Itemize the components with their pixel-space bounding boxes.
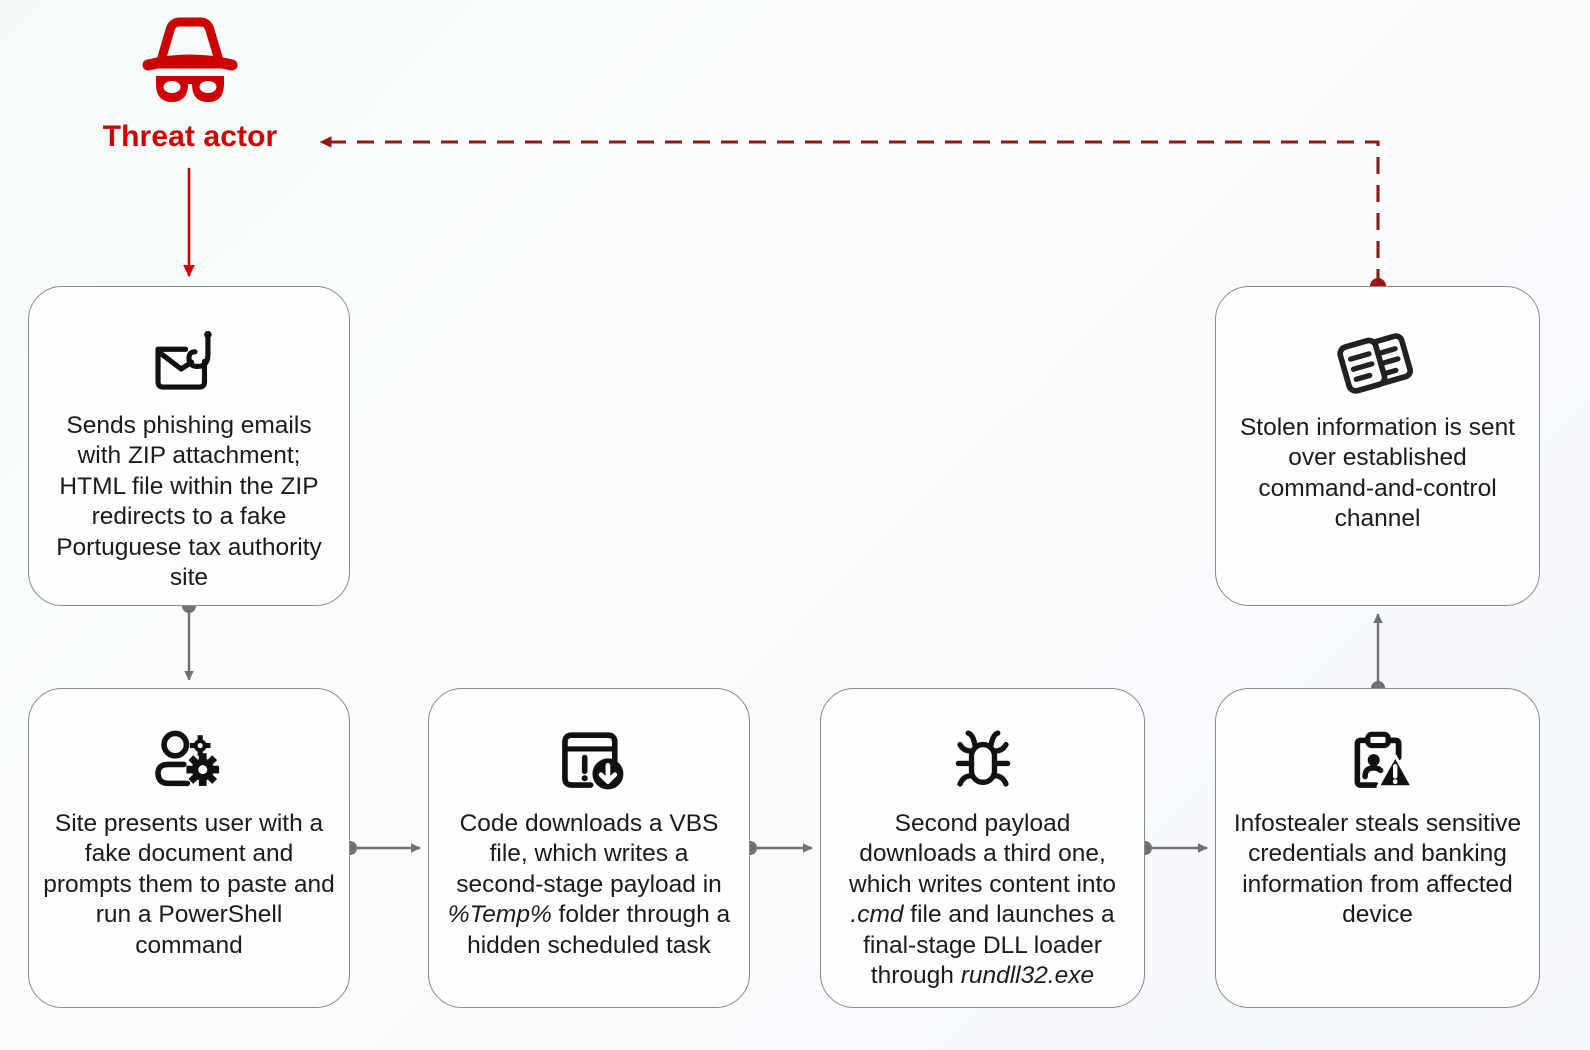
- node-phishing[interactable]: Sends phishing emails with ZIP attachmen…: [28, 286, 350, 606]
- node-fakesite-text: Site presents user with a fake document …: [43, 810, 335, 959]
- node-c2-text: Stolen information is sent over establis…: [1239, 414, 1516, 533]
- documents-exfiltration-icon: [1216, 317, 1539, 413]
- node-payload-text: Second payload downloads a third one, wh…: [849, 810, 1116, 989]
- edge-vbs-to-payload: [743, 841, 813, 855]
- threat-actor-label: Threat actor: [102, 120, 278, 153]
- edge-phishing-to-fakesite: [182, 599, 196, 681]
- bug-icon: [821, 713, 1144, 809]
- email-phishing-hook-icon: [29, 315, 349, 411]
- threat-actor-node: Threat actor: [85, 14, 295, 154]
- node-vbs-text: Code downloads a VBS file, which writes …: [447, 810, 731, 959]
- node-infostealer-text: Infostealer steals sensitive credentials…: [1233, 810, 1522, 929]
- clipboard-person-warning-icon: [1216, 713, 1539, 809]
- edge-infostealer-to-c2: [1371, 613, 1385, 695]
- window-alert-download-icon: [429, 713, 749, 809]
- incognito-hat-glasses-icon: [130, 14, 250, 114]
- edge-payload-to-infostealer: [1138, 841, 1208, 855]
- node-payload[interactable]: Second payload downloads a third one, wh…: [820, 688, 1145, 1008]
- node-fakesite[interactable]: Site presents user with a fake document …: [28, 688, 350, 1008]
- edge-fakesite-to-vbs: [343, 841, 421, 855]
- edge-c2-to-threat-actor: [319, 136, 1386, 294]
- node-vbs[interactable]: Code downloads a VBS file, which writes …: [428, 688, 750, 1008]
- node-phishing-text: Sends phishing emails with ZIP attachmen…: [56, 412, 322, 591]
- node-c2[interactable]: Stolen information is sent over establis…: [1215, 286, 1540, 606]
- node-infostealer[interactable]: Infostealer steals sensitive credentials…: [1215, 688, 1540, 1008]
- user-settings-gears-icon: [29, 713, 349, 809]
